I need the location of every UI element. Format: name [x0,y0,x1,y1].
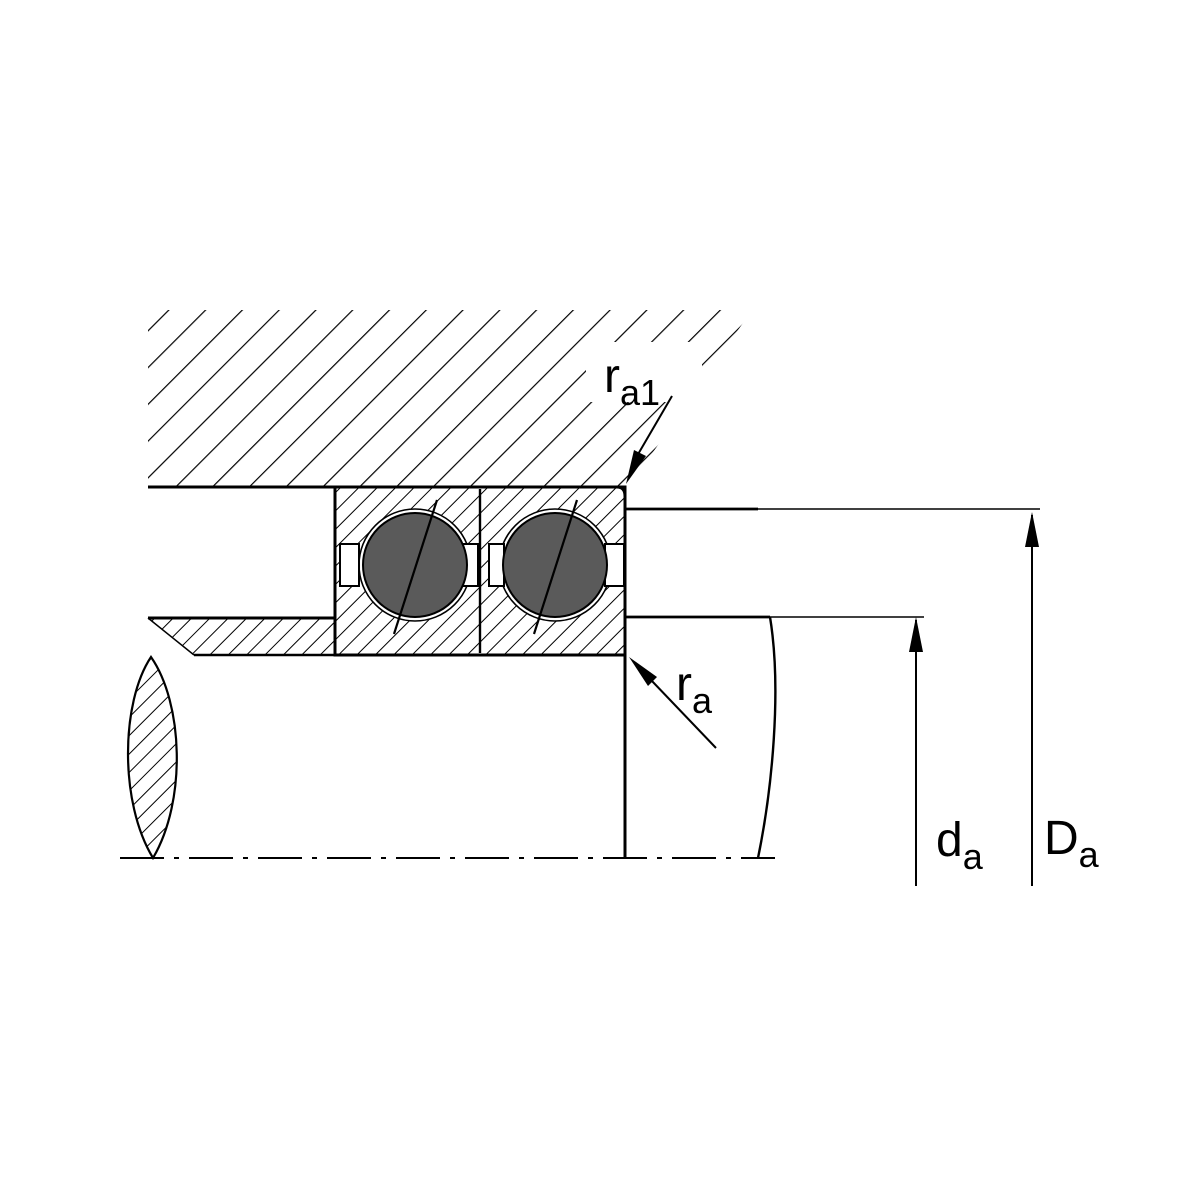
contact-angle-line-left [392,499,439,635]
ra1-leader-line [636,395,673,457]
shaft-break-curve [756,616,777,859]
shaft-break-lens [127,655,178,861]
ra-arrowhead [629,657,657,686]
ra1-label-backing [586,342,702,402]
ra1-arrowhead [626,450,646,484]
ra-leader-line [650,679,717,749]
cage-rect-outer-left [339,543,360,587]
bearing-section [333,485,627,657]
da-dimension: da [909,617,984,886]
da-arrowhead [909,617,923,652]
ra1-annotation: ra1 [604,350,673,484]
shaft-strip-break-edge [147,617,195,656]
label-ra: ra [676,658,713,721]
shaft-section-strip [148,618,335,655]
ra-annotation: ra [629,657,717,749]
Da-dimension: Da [1025,512,1100,886]
label-da: da [936,814,984,877]
Da-arrowhead [1025,512,1039,547]
label-ra1: ra1 [604,350,660,413]
contact-angle-line-right [532,499,579,635]
cage-rect-mid-right [488,543,505,587]
label-Da: Da [1044,812,1100,875]
